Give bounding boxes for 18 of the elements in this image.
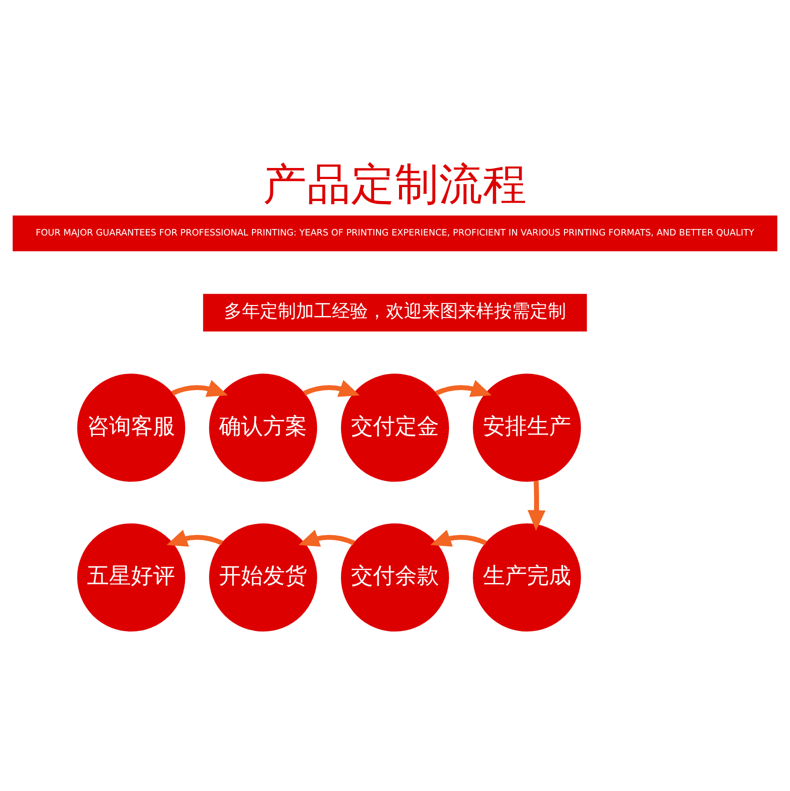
arrow [430,530,487,547]
node-circle: 确认方案 [209,374,318,482]
diagram-title: 产品定制流程 [263,160,527,210]
node-circle: 安排生产 [472,374,581,482]
node-circle: 咨询客服 [77,374,186,482]
arrow [303,380,360,397]
arrow [435,380,492,397]
node-circle: 开始发货 [209,523,318,632]
arrow [298,530,355,547]
node-circle: 交付定金 [340,374,450,482]
arrow [166,530,223,547]
node-circle: 交付余款 [340,523,450,632]
node-circle: 五星好评 [77,523,186,632]
arrow [528,480,546,531]
arrow [171,380,228,397]
label: FOUR MAJOR GUARANTEES FOR PROFESSIONAL PRINTING: YEARS OF PRINTING EXPERIENCE, PROFICIENT IN VARIOUS PRINTING FORMATS, AND BETTER QUALITY [36,228,754,239]
node-circle: 生产完成 [472,523,581,632]
label: 多年定制加工经验，欢迎来图来样按需定制 [224,301,566,322]
